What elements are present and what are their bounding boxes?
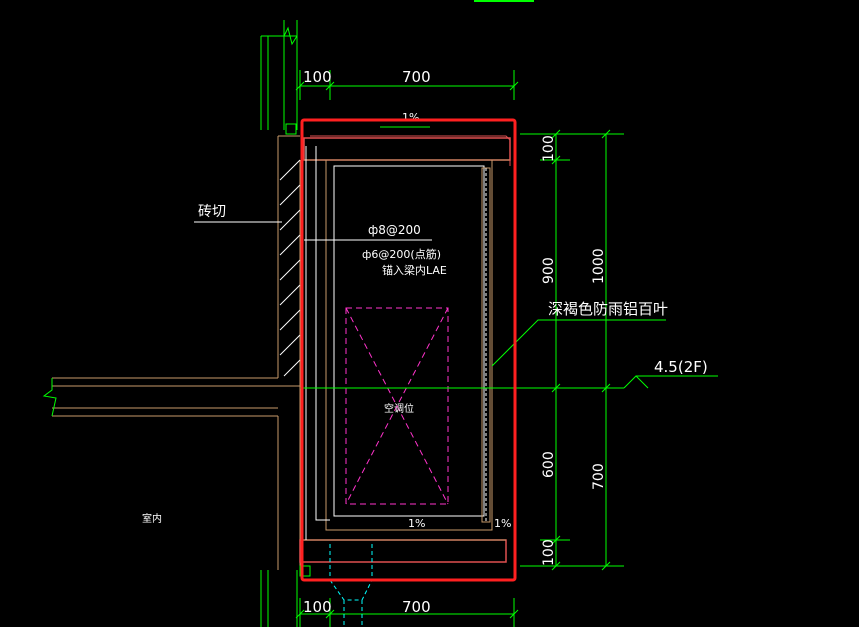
drain-pipe	[329, 544, 373, 627]
louver	[481, 167, 491, 523]
right-dimension	[520, 129, 624, 571]
rebar-mid-label: ф6@200(点筋)	[362, 247, 441, 261]
slab-break	[42, 378, 57, 417]
top-dimension	[295, 70, 519, 100]
dim-v-900: 900	[541, 257, 557, 284]
level-line	[300, 375, 718, 389]
dim-bot-main: 700	[402, 598, 431, 616]
dim-v-bot: 100	[541, 539, 557, 566]
dim-v-600: 600	[541, 451, 557, 478]
rebar-top-label: ф8@200	[368, 223, 421, 237]
left-wall-guides	[260, 20, 298, 627]
dim-bot-left: 100	[303, 598, 332, 616]
slope-bot-mid: 1%	[408, 517, 425, 530]
dim-v-top: 100	[541, 135, 557, 162]
wall-body	[52, 135, 301, 570]
dim-v-1000: 1000	[591, 248, 607, 284]
bottom-slab	[299, 539, 507, 577]
slope-top: 1%	[402, 111, 419, 124]
indoor-label: 室内	[142, 512, 162, 525]
dim-top-main: 700	[402, 68, 431, 86]
ac-position-label: 空调位	[384, 402, 414, 415]
anchor-label: 锚入梁内LAE	[382, 263, 447, 277]
slope-bot-right: 1%	[494, 517, 511, 530]
rebar-lines	[305, 146, 330, 540]
ac-box	[345, 307, 449, 505]
inner-opening	[325, 159, 493, 531]
dim-top-left: 100	[303, 68, 332, 86]
highlight-box	[300, 118, 517, 582]
leaders	[194, 221, 666, 367]
dim-v-700: 700	[591, 463, 607, 490]
brick-hatch	[279, 159, 301, 377]
bottom-dimension	[295, 598, 519, 627]
brick-label: 砖切	[198, 204, 226, 220]
level-label: 4.5(2F)	[654, 358, 708, 376]
louver-label: 深褐色防雨铝百叶	[548, 300, 668, 318]
